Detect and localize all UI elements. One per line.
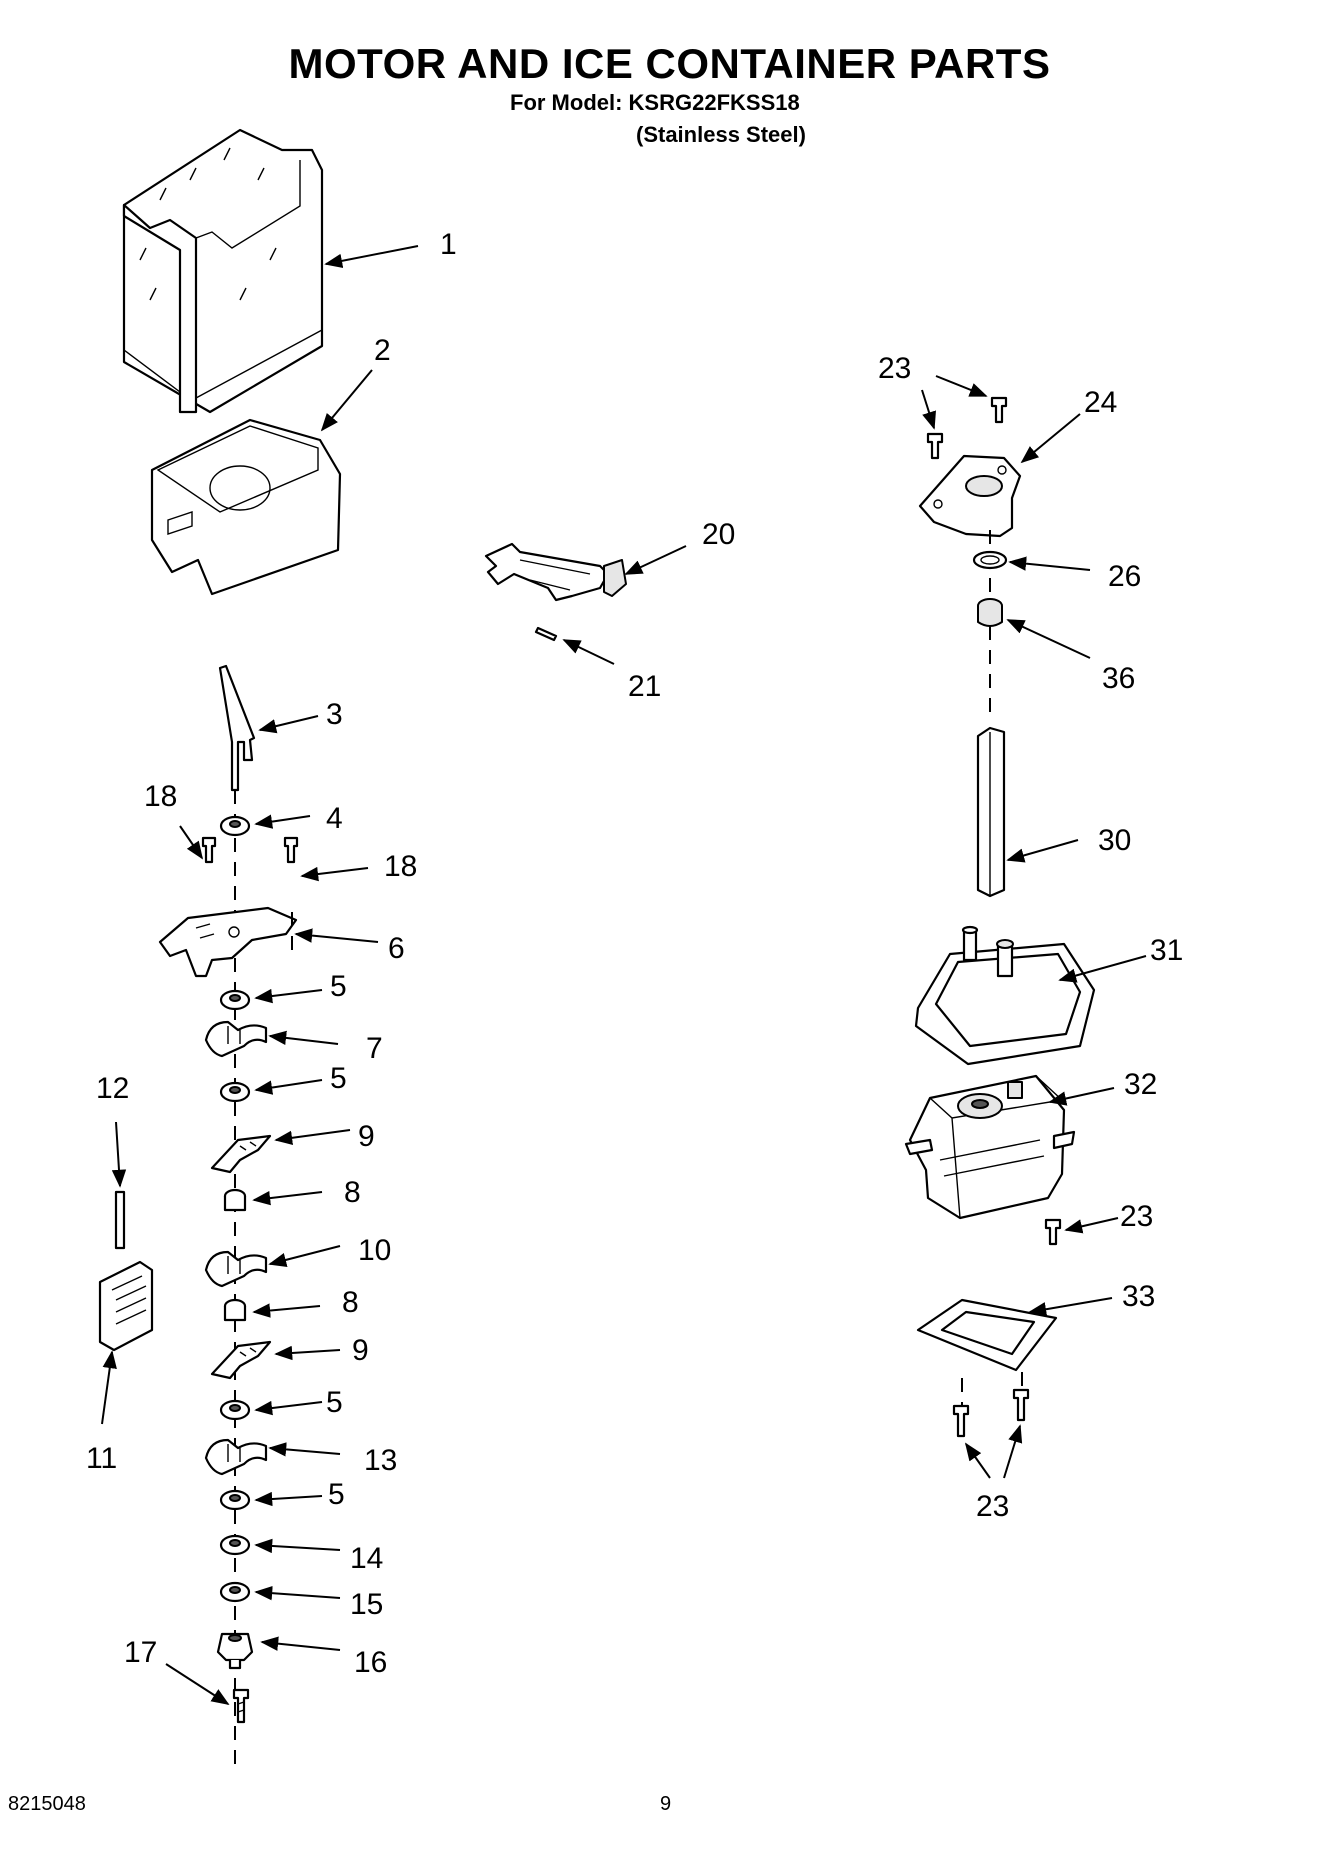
bushing-8a (223, 1188, 247, 1212)
callout-5a: 5 (330, 970, 347, 1003)
callout-9b: 9 (352, 1334, 369, 1367)
auger-shaft-30 (976, 726, 1006, 898)
gasket-33 (916, 1298, 1058, 1406)
callout-31: 31 (1150, 934, 1183, 967)
callout-12: 12 (96, 1072, 129, 1105)
callout-5b: 5 (330, 1062, 347, 1095)
auger-crank-rod (218, 664, 256, 792)
pin-12 (114, 1190, 126, 1250)
callout-5d: 5 (328, 1478, 345, 1511)
washer-15 (219, 1581, 251, 1603)
callout-32: 32 (1124, 1068, 1157, 1101)
callout-5c: 5 (326, 1386, 343, 1419)
callout-6: 6 (388, 932, 405, 965)
hub-nut-16 (216, 1632, 254, 1670)
mounting-plate-24 (918, 454, 1022, 538)
model-line: For Model: KSRG22FKSS18 (510, 90, 800, 115)
callout-14: 14 (350, 1542, 383, 1575)
blade-13 (204, 1438, 268, 1476)
callout-8b: 8 (342, 1286, 359, 1319)
callout-18b: 18 (384, 850, 417, 883)
callout-20: 20 (702, 518, 735, 551)
motor-cover-31 (914, 925, 1096, 1066)
screw-17 (232, 1688, 250, 1724)
callout-23c: 23 (976, 1490, 1009, 1523)
washer-4 (219, 815, 251, 837)
callout-4: 4 (326, 802, 343, 835)
callout-9a: 9 (358, 1120, 375, 1153)
bushing-8b (223, 1298, 247, 1322)
screw-23-top-right (990, 396, 1008, 424)
callout-33: 33 (1122, 1280, 1155, 1313)
callout-7: 7 (366, 1032, 383, 1065)
screw-23-top-left (926, 432, 944, 460)
callout-24: 24 (1084, 386, 1117, 419)
finish-line: (Stainless Steel) (636, 122, 806, 147)
blade-bracket-6 (158, 906, 298, 978)
block-11 (98, 1260, 154, 1352)
callout-30: 30 (1098, 824, 1131, 857)
callout-15: 15 (350, 1588, 383, 1621)
ice-bucket-base (150, 418, 342, 596)
spacer-plate-9b (210, 1340, 272, 1380)
page-number: 9 (660, 1793, 672, 1815)
screw-23-motor (1044, 1218, 1062, 1246)
motor-32 (904, 1074, 1076, 1220)
screw-23-bottom-left (952, 1404, 970, 1438)
screw-23-bottom-right (1012, 1388, 1030, 1422)
callout-11: 11 (86, 1442, 117, 1475)
callout-36: 36 (1102, 662, 1135, 695)
callout-23a: 23 (878, 352, 911, 385)
ring-26 (972, 550, 1008, 570)
callout-23b: 23 (1120, 1200, 1153, 1233)
screw-18-right (283, 836, 299, 864)
spacer-plate-9a (210, 1134, 272, 1174)
blade-7 (204, 1020, 268, 1058)
washer-5c (219, 1399, 251, 1421)
ice-container-bin (122, 128, 324, 414)
callout-1: 1 (440, 228, 457, 261)
callout-16: 16 (354, 1646, 387, 1679)
callout-8a: 8 (344, 1176, 361, 1209)
callout-18a: 18 (144, 780, 177, 813)
screw-18-left (201, 836, 217, 864)
callout-21: 21 (628, 670, 661, 703)
callout-13: 13 (364, 1444, 397, 1477)
callout-10: 10 (358, 1234, 391, 1267)
spring-21 (534, 626, 558, 642)
page-title: MOTOR AND ICE CONTAINER PARTS (288, 40, 1051, 87)
switch-bracket-20 (484, 542, 627, 602)
washer-5d (219, 1489, 251, 1511)
leader-lines (101, 245, 1147, 1705)
callout-17: 17 (124, 1636, 157, 1669)
washer-5b (219, 1081, 251, 1103)
bushing-36 (977, 598, 1003, 627)
callout-2: 2 (374, 334, 391, 367)
callout-26: 26 (1108, 560, 1141, 593)
document-number: 8215048 (8, 1793, 86, 1815)
callout-3: 3 (326, 698, 343, 731)
washer-5a (219, 989, 251, 1011)
washer-14 (219, 1534, 251, 1556)
blade-10 (204, 1250, 268, 1288)
